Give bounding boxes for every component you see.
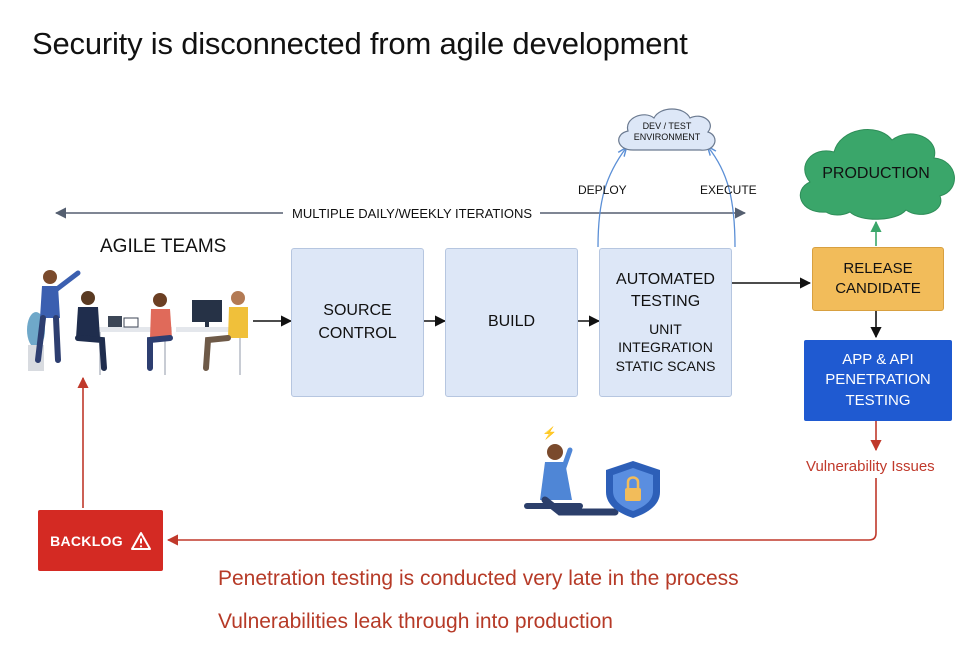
pentest-line3: TESTING <box>845 391 911 409</box>
backlog-label: BACKLOG <box>50 532 123 549</box>
production-cloud <box>799 129 955 220</box>
svg-text:⚡: ⚡ <box>542 426 557 440</box>
release-candidate-box: RELEASE CANDIDATE <box>812 247 944 311</box>
pentest-line2: PENETRATION <box>825 371 931 389</box>
execute-curve <box>708 147 736 248</box>
automated-testing-sub: UNIT INTEGRATION STATIC SCANS <box>616 320 716 377</box>
automated-testing-stage: AUTOMATED TESTING UNIT INTEGRATION STATI… <box>599 248 732 397</box>
agile-team-illustration <box>27 270 248 375</box>
pentest-box: APP & API PENETRATION TESTING <box>804 340 952 421</box>
testing-integration: INTEGRATION <box>618 339 713 356</box>
pentest-line1: APP & API <box>842 351 914 369</box>
warning-triangle-icon <box>130 531 151 550</box>
deploy-curve <box>597 148 626 248</box>
release-line2: CANDIDATE <box>835 280 921 297</box>
dev-test-cloud <box>618 108 716 151</box>
shield-lock-icon <box>606 461 660 518</box>
production-label: PRODUCTION <box>822 165 930 182</box>
release-line1: RELEASE <box>843 259 913 277</box>
agile-teams-label: AGILE TEAMS <box>100 236 227 257</box>
dev-test-line2: ENVIRONMENT <box>633 131 701 142</box>
deploy-label: DEPLOY <box>578 183 627 197</box>
source-control-line2: CONTROL <box>318 324 397 342</box>
vuln-to-backlog-line <box>166 478 877 546</box>
build-line1: BUILD <box>487 313 536 331</box>
source-control-stage: SOURCE CONTROL <box>291 248 424 397</box>
note-late-testing: Penetration testing is conducted very la… <box>218 567 739 590</box>
note-vulnerability-leak: Vulnerabilities leak through into produc… <box>218 610 613 633</box>
iterations-label: MULTIPLE DAILY/WEEKLY ITERATIONS <box>292 206 533 221</box>
automated-testing-line2: TESTING <box>630 293 701 311</box>
page-title: Security is disconnected from agile deve… <box>32 26 688 61</box>
backlog-box: BACKLOG <box>38 510 163 571</box>
testing-unit: UNIT <box>649 320 682 337</box>
stressed-developer-illustration: ⚡ <box>524 426 619 516</box>
dev-test-line1: DEV / TEST <box>642 121 692 131</box>
source-control-line1: SOURCE <box>323 302 392 320</box>
build-stage: BUILD <box>445 248 578 397</box>
automated-testing-line1: AUTOMATED <box>616 270 715 288</box>
dev-test-cloud-label: DEV / TEST ENVIRONMENT <box>628 121 706 143</box>
execute-label: EXECUTE <box>700 183 757 197</box>
vulnerability-issues-label: Vulnerability Issues <box>806 458 935 475</box>
testing-static-scans: STATIC SCANS <box>615 358 716 375</box>
